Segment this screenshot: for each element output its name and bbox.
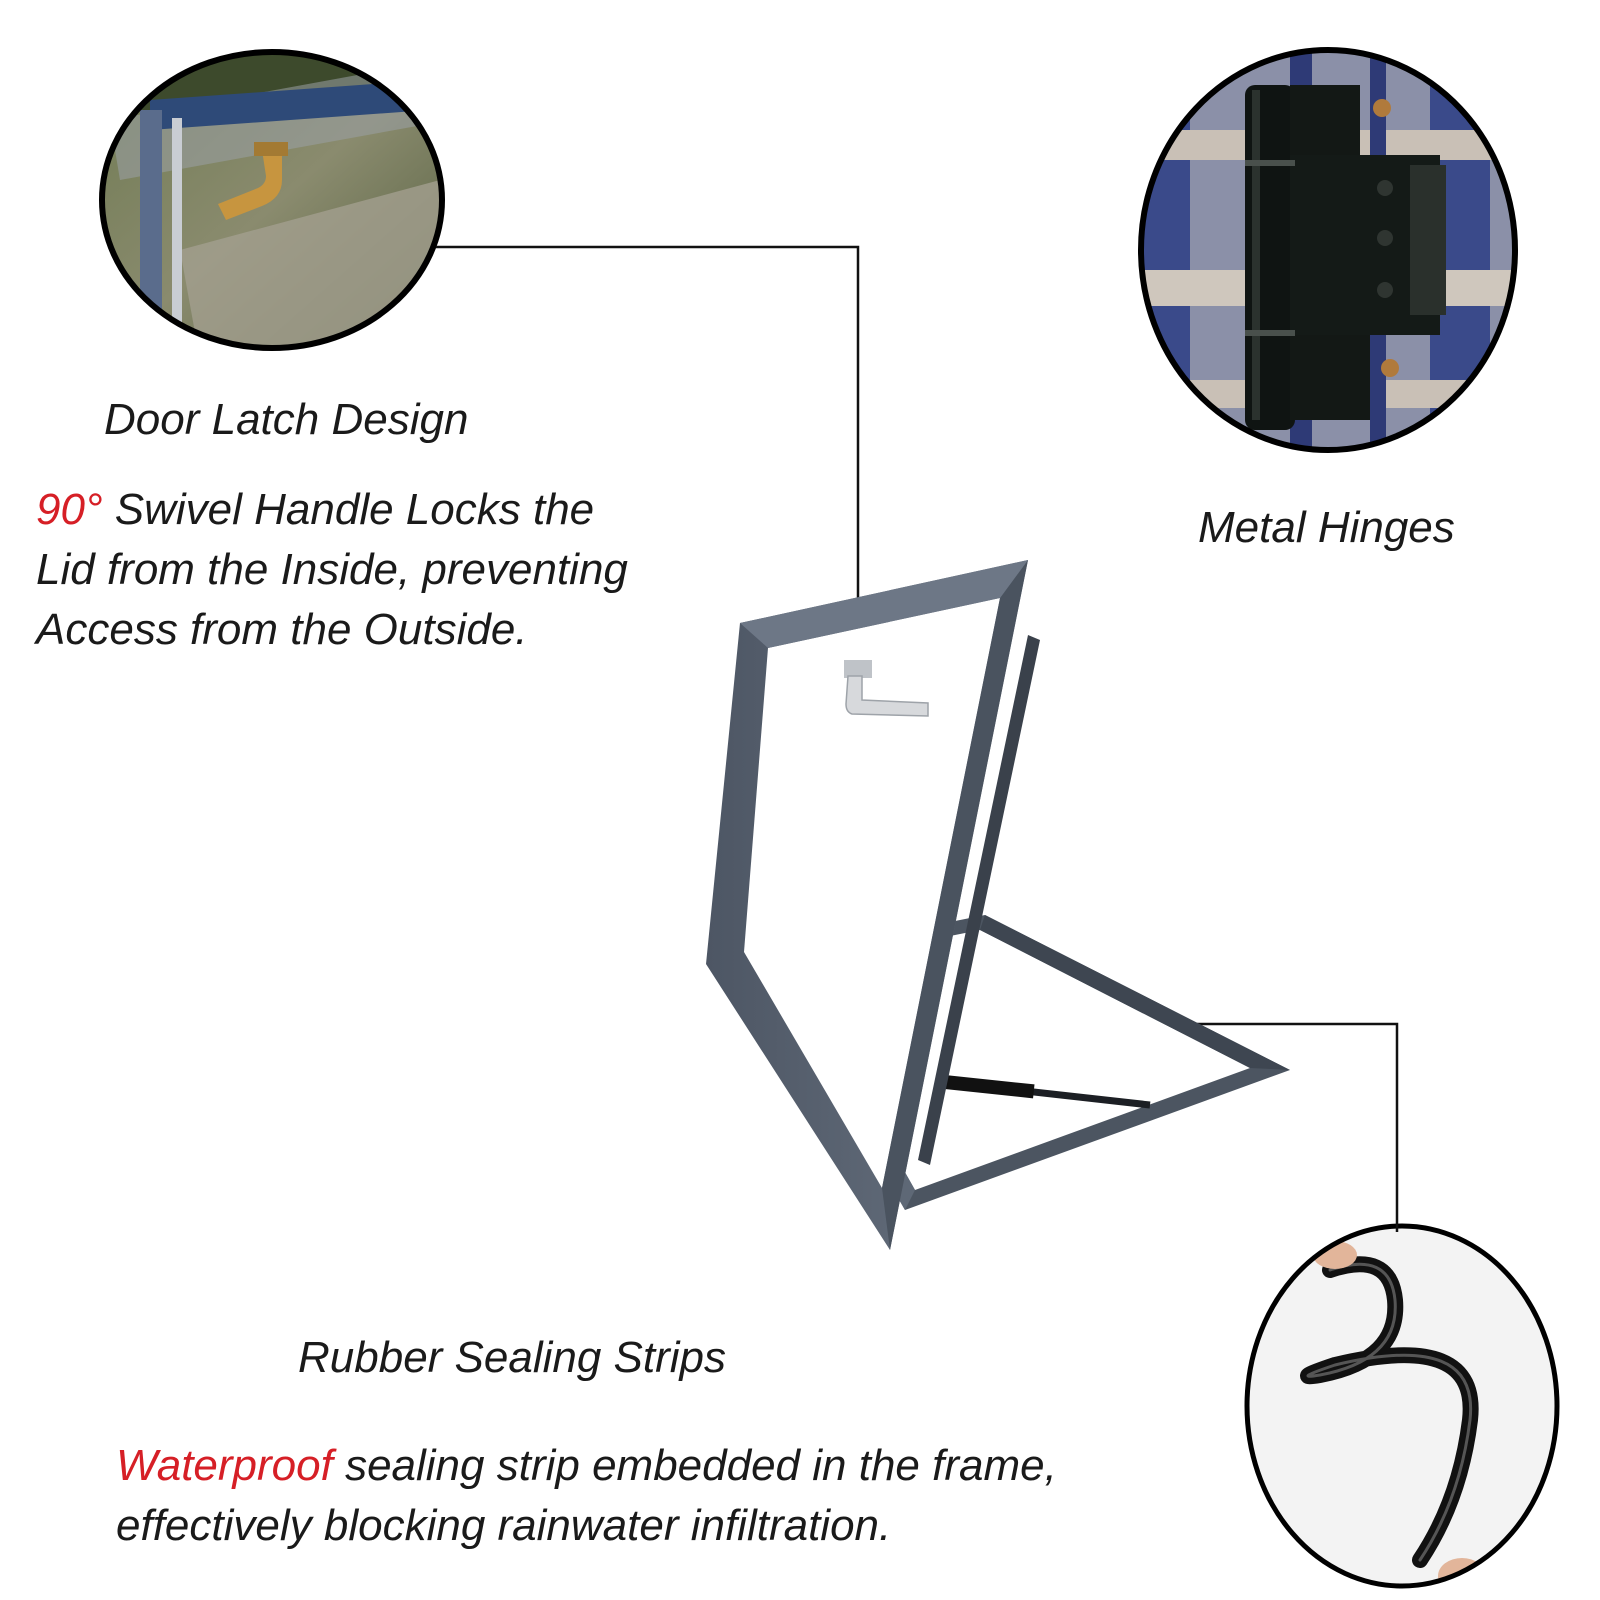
latch-description-line-2: Lid from the Inside, preventing — [36, 545, 628, 594]
strip-description-line-1: Waterproof sealing strip embedded in the… — [116, 1436, 1057, 1496]
latch-description-line-3: Access from the Outside. — [36, 605, 528, 654]
hinge-closeup-photo — [1138, 47, 1518, 453]
strip-line-1-text: sealing strip embedded in the frame, — [332, 1441, 1057, 1490]
hinge-caption-title: Metal Hinges — [1198, 503, 1455, 552]
latch-caption-title: Door Latch Design — [104, 395, 469, 444]
hatch-frame-photo — [706, 560, 1290, 1250]
strip-highlight: Waterproof — [116, 1441, 333, 1490]
strip-leader-line — [1160, 1022, 1399, 1232]
latch-leader-line — [436, 245, 860, 665]
strip-caption-title: Rubber Sealing Strips — [298, 1333, 727, 1382]
latch-highlight: 90° — [36, 485, 103, 534]
latch-closeup-photo — [99, 49, 445, 351]
strip-description: Waterproof sealing strip embedded in the… — [116, 1436, 1057, 1556]
strip-description-line-2: effectively blocking rainwater infiltrat… — [116, 1501, 892, 1550]
latch-description-line-1: 90° Swivel Handle Locks the — [36, 480, 628, 540]
rubber-strip-closeup-photo — [1244, 1223, 1560, 1589]
latch-description: 90° Swivel Handle Locks the Lid from the… — [36, 480, 628, 660]
latch-line-1-text: Swivel Handle Locks the — [102, 485, 595, 534]
